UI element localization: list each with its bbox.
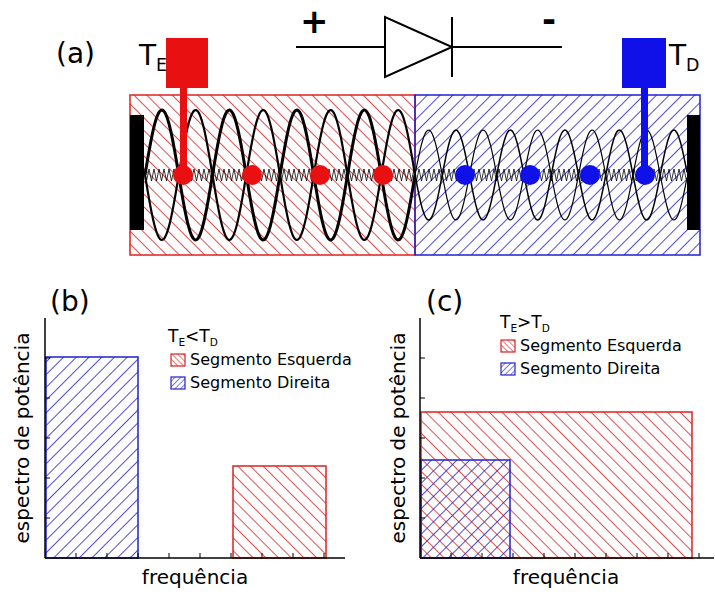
axis-title-group: frequência [142,567,248,587]
legend-swatch [500,339,516,353]
diode-symbol [296,17,562,77]
legend-text: Segmento Esquerda [520,338,682,354]
panel-letter-group: (a) [56,40,95,68]
masses [173,165,655,185]
condition-label: D [210,336,218,348]
legend-entry: Segmento Esquerda [500,338,682,354]
right-wall [687,115,700,230]
condition-label: E [510,322,517,334]
temperature-label-group: TD [669,42,699,70]
polarity-sign-group: + [300,4,329,38]
panel-letter: (b) [50,285,90,318]
condition-label: >T [517,312,542,332]
panel-letter: (c) [426,285,463,318]
panel-letter-group: (b) [50,288,90,316]
temperature-label: D [686,55,699,75]
temperature-label: T [139,39,156,72]
right-segment-bar [46,357,138,558]
cold-contact [641,88,648,175]
legend-text: Segmento Direita [520,361,660,377]
axis-title-group: espectro de potência [12,333,32,544]
cold-reservoir [622,38,666,88]
axis-title: espectro de potência [386,333,410,544]
axis-title-group: espectro de potência [388,333,408,544]
condition-label: D [542,322,550,334]
polarity-sign-group: - [542,2,556,36]
legend-entry: Segmento Direita [500,361,660,377]
legend-swatch [170,353,186,367]
right-segment-bar [421,460,510,558]
condition-label: <T [185,326,210,346]
hot-contact [180,88,187,175]
temperature-label: T [669,39,686,72]
vibration-modes [145,110,687,240]
left-wall [130,115,144,230]
condition-label: T [500,312,510,332]
temperature-label-group: TE [139,42,167,70]
legend-swatch [170,376,186,390]
legend-text: Segmento Direita [190,375,330,391]
axis-title-group: frequência [513,567,619,587]
condition-label-group: TE>TD [500,314,550,331]
legend-entry: Segmento Direita [170,375,330,391]
polarity-sign: + [300,1,329,41]
condition-label-group: TE<TD [168,328,218,345]
axes [45,318,714,558]
axis-title: espectro de potência [10,333,34,544]
condition-label: E [178,336,185,348]
temperature-label: E [156,55,167,75]
axis-title: frequência [142,565,248,589]
legend-swatch [500,362,516,376]
left-segment-bar [421,412,692,558]
polarity-sign: - [542,0,556,39]
legend-entry: Segmento Esquerda [170,352,352,368]
condition-label: T [168,326,178,346]
legend-text: Segmento Esquerda [190,352,352,368]
hot-reservoir [166,38,208,88]
left-segment-bar [233,466,326,558]
panel-letter: (a) [56,37,95,70]
axis-title: frequência [513,565,619,589]
panel-letter-group: (c) [426,288,463,316]
